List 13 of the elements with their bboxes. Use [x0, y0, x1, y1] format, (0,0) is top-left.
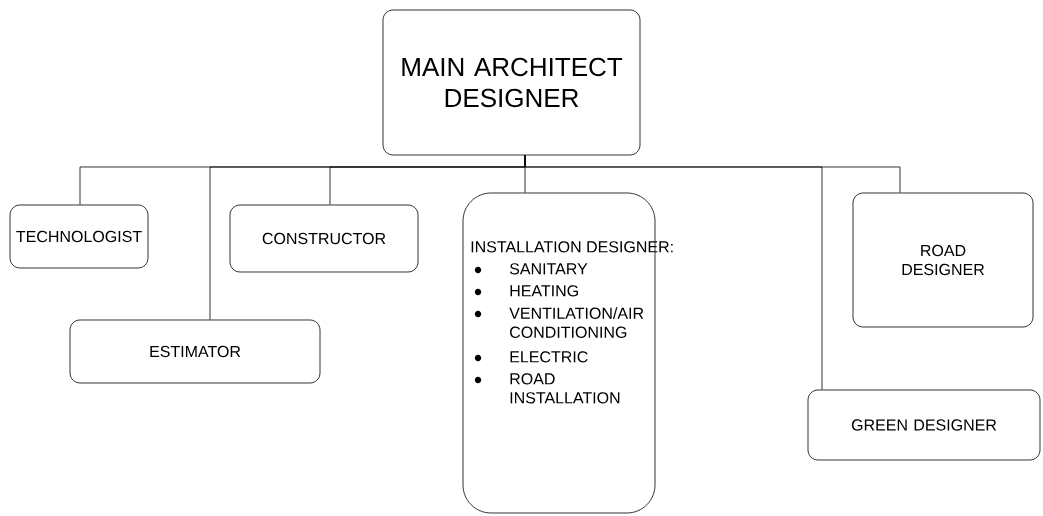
role-box: CONSTRUCTOR — [229, 204, 419, 273]
list-item: ELECTRIC — [510, 351, 588, 363]
list-item: HEATING — [510, 285, 578, 297]
list-item: ROAD INSTALLATION — [510, 373, 620, 404]
role-box: ESTIMATOR — [69, 319, 321, 384]
role-box: ROAD DESIGNER — [852, 192, 1034, 328]
list-item: SANITARY — [509, 263, 588, 275]
connector-line — [524, 155, 901, 193]
role-box: MAIN ARCHITECT DESIGNER — [382, 9, 641, 156]
role-box: GREEN DESIGNER — [807, 389, 1041, 461]
list-item: VENTILATION/AIR CONDITIONING — [509, 307, 644, 338]
role-box: TECHNOLOGIST — [9, 204, 149, 269]
heading: INSTALLATION DESIGNER: — [471, 241, 673, 253]
